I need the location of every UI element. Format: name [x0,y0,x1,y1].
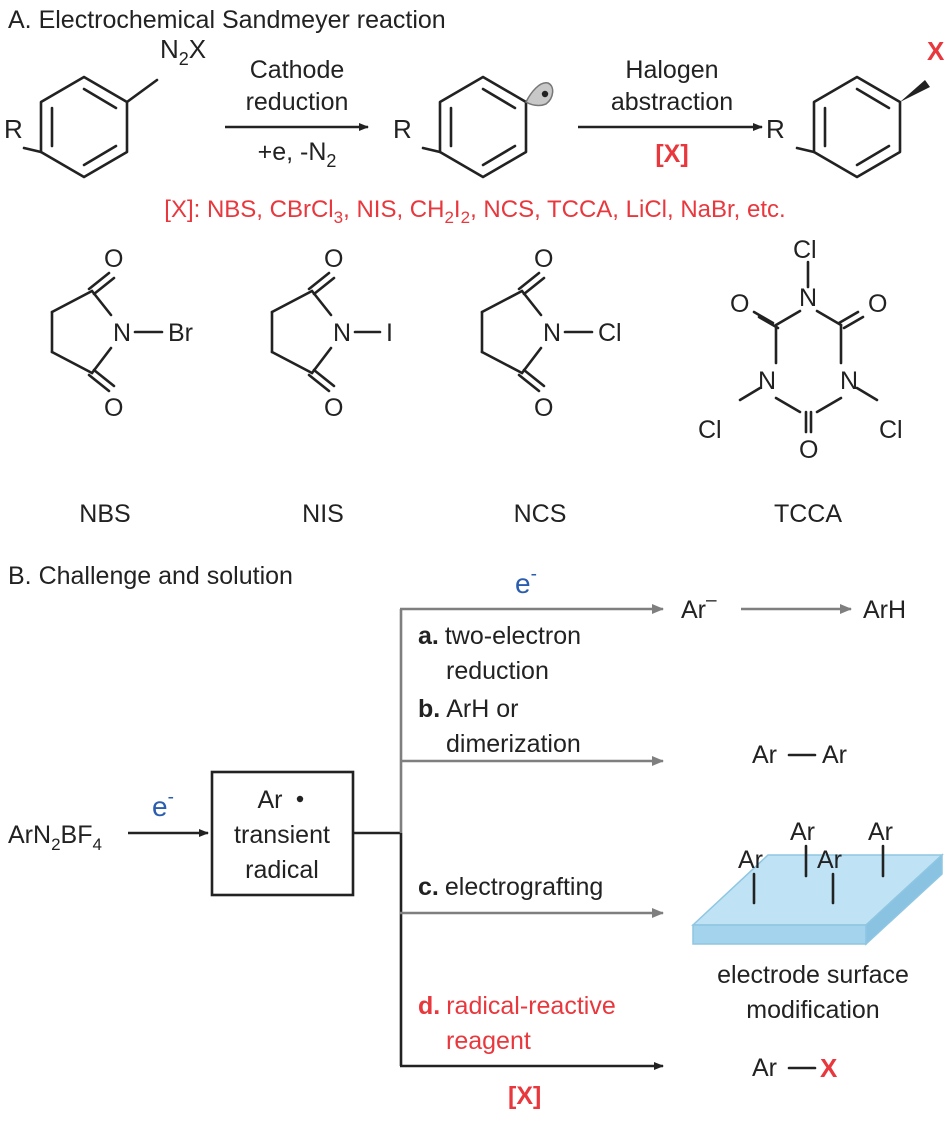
svg-text:N: N [113,319,131,347]
nis-label: NIS [302,500,344,528]
svg-text:N: N [799,284,817,312]
svg-text:Ar: Ar [817,846,842,874]
product-halogen-label: X [927,36,945,66]
branch-b-label-line2: dimerization [446,730,581,758]
step1-below-label: +e, -N2 [258,138,337,171]
branch-d-reagent: [X] [508,1082,541,1110]
arh-product-label: ArH [863,596,906,624]
aryl-anion-label: Ar– [681,590,717,624]
svg-text:O: O [324,394,343,422]
svg-text:Cl: Cl [879,416,903,444]
svg-text:I: I [386,319,393,347]
step2-label-line1: Halogen [625,56,718,84]
nis-structure: O O N I [270,245,393,422]
wedge-bond [900,80,930,102]
svg-text:O: O [104,394,123,422]
nbs-label: NBS [79,500,130,528]
box-label-line3: radical [245,856,319,884]
section-a-title: A. Electrochemical Sandmeyer reaction [8,6,446,34]
step1-label-line1: Cathode [250,56,345,84]
biaryl-left-label: Ar [752,741,777,769]
substituent-r-label: R [4,114,23,144]
svg-text:Cl: Cl [698,416,722,444]
svg-text:N: N [758,367,776,395]
substituent-r-label: R [766,114,785,144]
aryl-diazonium-structure: R N2X [4,34,206,179]
radical-orbital-icon [525,82,554,107]
nbs-structure: O O N Br [50,245,193,422]
svg-text:O: O [868,290,887,318]
svg-text:Ar: Ar [738,846,763,874]
branch-c-label: c.electrografting [418,873,603,901]
ncs-label: NCS [514,500,567,528]
substituent-r-label: R [393,114,412,144]
svg-text:O: O [534,245,553,273]
tcca-structure: Cl N O O N N Cl Cl O [698,236,903,464]
svg-text:Cl: Cl [793,236,817,264]
step2-label-line2: abstraction [611,88,733,116]
svg-text:O: O [104,245,123,273]
svg-text:Br: Br [168,319,193,347]
diazonium-label: N2X [160,34,206,69]
radical-dot [296,795,304,803]
tcca-label: TCCA [774,500,842,528]
box-aryl-label: Ar [258,786,283,814]
svg-text:O: O [799,436,818,464]
svg-text:N: N [840,367,858,395]
start-material-label: ArN2BF4 [8,821,102,854]
svg-text:Cl: Cl [598,319,622,347]
aryl-halide-x-label: X [820,1053,838,1083]
svg-text:Ar: Ar [790,818,815,846]
svg-text:O: O [730,290,749,318]
branch-b-label: b.ArH or [418,695,518,723]
electron-label-start: e- [152,787,174,822]
svg-text:Ar: Ar [868,818,893,846]
electrode-surface [691,853,944,946]
electrode-caption-line2: modification [746,996,879,1024]
electron-label-a: e- [515,564,537,599]
section-b-title: B. Challenge and solution [8,562,293,590]
branch-a-label: a.two-electron [418,622,581,650]
reagent-list: [X]: NBS, CBrCl3, NIS, CH2I2, NCS, TCCA,… [164,196,785,227]
svg-text:O: O [534,394,553,422]
branch-a-label-line2: reduction [446,657,549,685]
svg-text:O: O [324,245,343,273]
biaryl-right-label: Ar [822,741,847,769]
box-label-line2: transient [234,821,330,849]
electrode-caption-line1: electrode surface [717,961,909,989]
aryl-halide-structure: R X [766,36,945,179]
branch-d-label: d.radical-reactive [418,992,616,1020]
svg-text:N: N [543,319,561,347]
grafted-aryl-groups: Ar Ar Ar Ar [738,818,893,905]
svg-text:N: N [333,319,351,347]
branch-d-label-line2: reagent [446,1027,531,1055]
step1-label-line2: reduction [246,88,349,116]
step2-reagent: [X] [655,140,688,168]
ncs-structure: O O N Cl [480,245,622,422]
aryl-radical-structure: R [393,75,554,179]
aryl-halide-left-label: Ar [752,1054,777,1082]
